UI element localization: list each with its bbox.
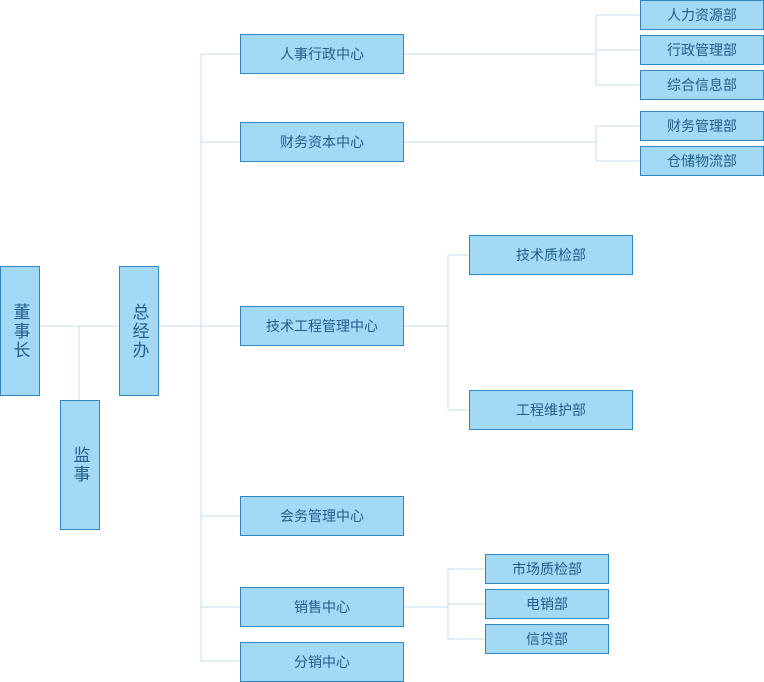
node-telesales-dept: 电销部 bbox=[485, 589, 609, 619]
node-hr-admin-center: 人事行政中心 bbox=[240, 34, 404, 74]
node-gm-office: 总经办 bbox=[119, 266, 159, 396]
node-sales-center: 销售中心 bbox=[240, 587, 404, 627]
node-distribution-center: 分销中心 bbox=[240, 642, 404, 682]
node-eng-maint-dept: 工程维护部 bbox=[469, 390, 633, 430]
node-affairs-center: 会务管理中心 bbox=[240, 496, 404, 536]
node-tech-qc-dept: 技术质检部 bbox=[469, 235, 633, 275]
node-tech-center: 技术工程管理中心 bbox=[240, 306, 404, 346]
node-credit-dept: 信贷部 bbox=[485, 624, 609, 654]
node-finance-center: 财务资本中心 bbox=[240, 122, 404, 162]
node-info-dept: 综合信息部 bbox=[640, 70, 764, 100]
node-supervisor: 监事 bbox=[60, 400, 100, 530]
node-market-qc-dept: 市场质检部 bbox=[485, 554, 609, 584]
node-hr-dept: 人力资源部 bbox=[640, 0, 764, 30]
node-admin-dept: 行政管理部 bbox=[640, 35, 764, 65]
node-finance-dept: 财务管理部 bbox=[640, 111, 764, 141]
node-chairman: 董事长 bbox=[0, 266, 40, 396]
node-warehouse-dept: 仓储物流部 bbox=[640, 146, 764, 176]
